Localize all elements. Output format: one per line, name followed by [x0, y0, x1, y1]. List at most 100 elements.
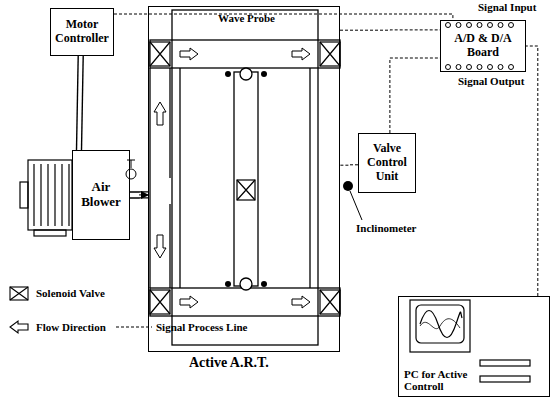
control-unit-box: Valve Control Unit: [358, 133, 416, 193]
board-pins: [477, 65, 482, 70]
inclinometer-symbol: [350, 191, 362, 220]
tank-body: [149, 68, 150, 288]
tank-body: [179, 68, 180, 288]
air-pipe: [77, 56, 79, 150]
board-pins: [446, 65, 451, 70]
air-pipe: [130, 191, 148, 193]
board-pins: [446, 23, 451, 28]
flow-arrow: [292, 48, 310, 60]
flow-meter: [131, 160, 132, 168]
air-pipe: [82, 56, 84, 150]
part-label: Signal Input: [478, 1, 536, 13]
legend-symbols: [10, 321, 28, 333]
flow-arrow: [154, 235, 166, 258]
blower-motor: [61, 164, 62, 226]
board-pins: [467, 65, 472, 70]
solenoid-valve: [237, 180, 255, 200]
signal-line: [114, 14, 453, 20]
flow-meter: [126, 160, 136, 179]
board-pins: [509, 65, 514, 70]
blower-motor: [28, 160, 72, 230]
wave-probe-dot: [225, 71, 267, 287]
signal-line: [340, 29, 440, 30]
board-pins: [456, 23, 461, 28]
inclinometer-symbol: [343, 181, 362, 220]
air-pipe: [77, 56, 84, 150]
legend-text: Signal Process Line: [156, 321, 247, 333]
node-label: Air Blower: [73, 180, 129, 210]
legend-symbols: [10, 287, 152, 333]
tank-body: [172, 10, 318, 345]
blower-motor: [33, 164, 34, 226]
blower-motor: [34, 230, 66, 236]
solenoid-valve: [237, 180, 255, 200]
signal-line: [340, 164, 358, 165]
node-label: Motor Controller: [51, 18, 113, 46]
solenoid-valve: [320, 42, 340, 66]
signal-line: [390, 58, 440, 133]
board-pins: [509, 23, 514, 28]
tank-body: [169, 68, 170, 178]
air-pipe: [130, 192, 148, 198]
tank-body: [150, 10, 340, 345]
legend-text: Flow Direction: [36, 321, 106, 333]
node-label: Valve Control Unit: [359, 142, 415, 183]
pc-computer: [410, 300, 470, 352]
blower-motor: [68, 164, 69, 226]
tank-body: [240, 278, 252, 290]
flow-arrow: [180, 296, 198, 308]
tank-body: [150, 288, 340, 316]
node-label: Active A.R.T.: [189, 355, 269, 371]
inclinometer-symbol: [343, 181, 353, 191]
tank-body: [150, 40, 340, 68]
flow-arrow: [154, 48, 310, 308]
part-label: Inclinometer: [356, 222, 416, 234]
flow-arrow: [154, 102, 166, 125]
board-pins: [488, 65, 493, 70]
node-label: A/D & D/A Board: [441, 32, 525, 60]
wave-probe-dot: [261, 281, 267, 287]
pc-computer: [480, 376, 530, 382]
tank-body: [234, 72, 258, 286]
board-pins: [477, 23, 482, 28]
flow-arrow: [180, 48, 198, 60]
solenoid-valve: [320, 290, 340, 314]
node-label: PC for Active Controll: [404, 368, 474, 393]
signal-line: [390, 58, 440, 133]
pc-computer: [416, 305, 464, 343]
signal-line: [114, 14, 453, 20]
pc-computer: [420, 311, 462, 338]
wave-probe-dot: [225, 71, 231, 77]
signal-line: [526, 46, 538, 296]
tank-body: [309, 68, 310, 288]
pc-computer: [480, 360, 530, 366]
board-pins: [498, 23, 503, 28]
legend-text: Solenoid Valve: [36, 287, 105, 299]
legend-symbols: [10, 287, 28, 300]
wave-probe-dot: [261, 71, 267, 77]
flow-arrow: [292, 296, 310, 308]
tank-body: [240, 68, 252, 80]
part-label: Signal Output: [458, 75, 524, 87]
solenoid-valve: [320, 290, 340, 314]
board-box: A/D & D/A Board: [440, 20, 526, 72]
board-pins: [456, 65, 461, 70]
controller-box: Motor Controller: [50, 8, 114, 56]
blower-motor: [34, 164, 69, 226]
legend-symbols: [116, 326, 152, 327]
wave-probe-dot: [225, 281, 231, 287]
solenoid-valve: [150, 42, 170, 66]
signal-line: [526, 46, 538, 296]
pc-computer: [420, 319, 460, 329]
board-pins: [467, 23, 472, 28]
solenoid-valve: [320, 42, 340, 66]
signal-line: [340, 164, 358, 165]
tank-body: [169, 204, 170, 288]
pc-box: PC for Active Controll: [398, 296, 550, 397]
solenoid-valve: [150, 290, 170, 314]
signal-line: [340, 29, 440, 30]
blower-box: Air Blower: [72, 150, 130, 240]
solenoid-valve: [150, 42, 170, 66]
solenoid-valve: [150, 290, 170, 314]
solenoid-valve: [150, 42, 340, 314]
